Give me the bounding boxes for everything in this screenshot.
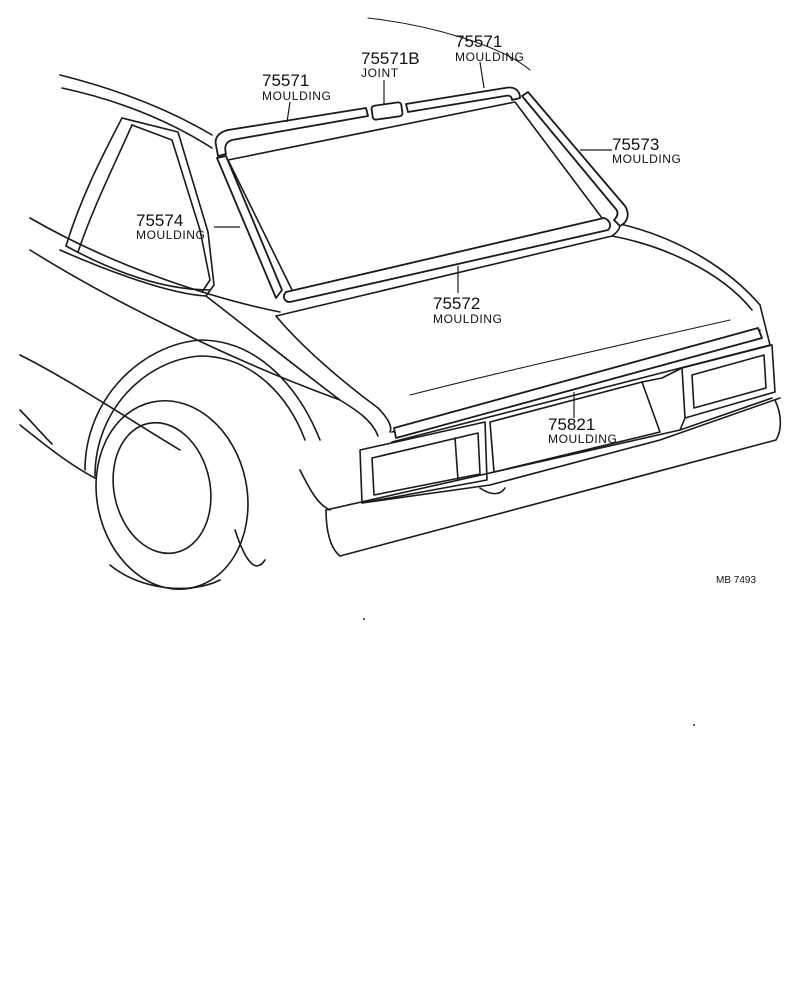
callout-75573: 75573 MOULDING xyxy=(612,135,681,166)
leader-lines xyxy=(214,61,612,418)
callout-name: MOULDING xyxy=(548,432,617,446)
part-75571b-joint xyxy=(370,101,404,121)
callout-75821: 75821 MOULDING xyxy=(548,415,617,446)
callout-name: MOULDING xyxy=(136,228,205,242)
callout-75571-right: 75571 MOULDING xyxy=(455,32,524,64)
callout-name: MOULDING xyxy=(455,50,524,64)
drawing-code: MB 7493 xyxy=(716,575,756,586)
part-75571-left xyxy=(214,107,369,157)
callout-number: 75571B xyxy=(361,49,420,68)
callout-number: 75821 xyxy=(548,415,595,434)
moulding-parts xyxy=(214,86,763,439)
callout-name: MOULDING xyxy=(612,152,681,166)
callout-number: 75572 xyxy=(433,294,480,313)
callout-name: JOINT xyxy=(361,66,399,80)
speck xyxy=(693,724,695,726)
callout-number: 75573 xyxy=(612,135,659,154)
callout-75571-left: 75571 MOULDING xyxy=(262,71,331,103)
callout-name: MOULDING xyxy=(262,89,331,103)
part-75573 xyxy=(521,91,629,227)
callout-number: 75574 xyxy=(136,211,183,230)
car-body xyxy=(19,17,531,591)
callout-number: 75571 xyxy=(455,32,502,51)
part-75572 xyxy=(283,217,611,303)
part-75821 xyxy=(393,327,763,439)
callout-name: MOULDING xyxy=(433,312,502,326)
trunk-lid xyxy=(275,223,771,443)
callout-75574: 75574 MOULDING xyxy=(136,211,205,242)
part-75574 xyxy=(216,155,283,299)
rear-panel xyxy=(325,344,782,557)
speck xyxy=(363,618,365,620)
callout-number: 75571 xyxy=(262,71,309,90)
callout-75572: 75572 MOULDING xyxy=(433,294,502,326)
callout-75571b-joint: 75571B JOINT xyxy=(361,49,420,80)
part-75571-right xyxy=(405,86,521,113)
